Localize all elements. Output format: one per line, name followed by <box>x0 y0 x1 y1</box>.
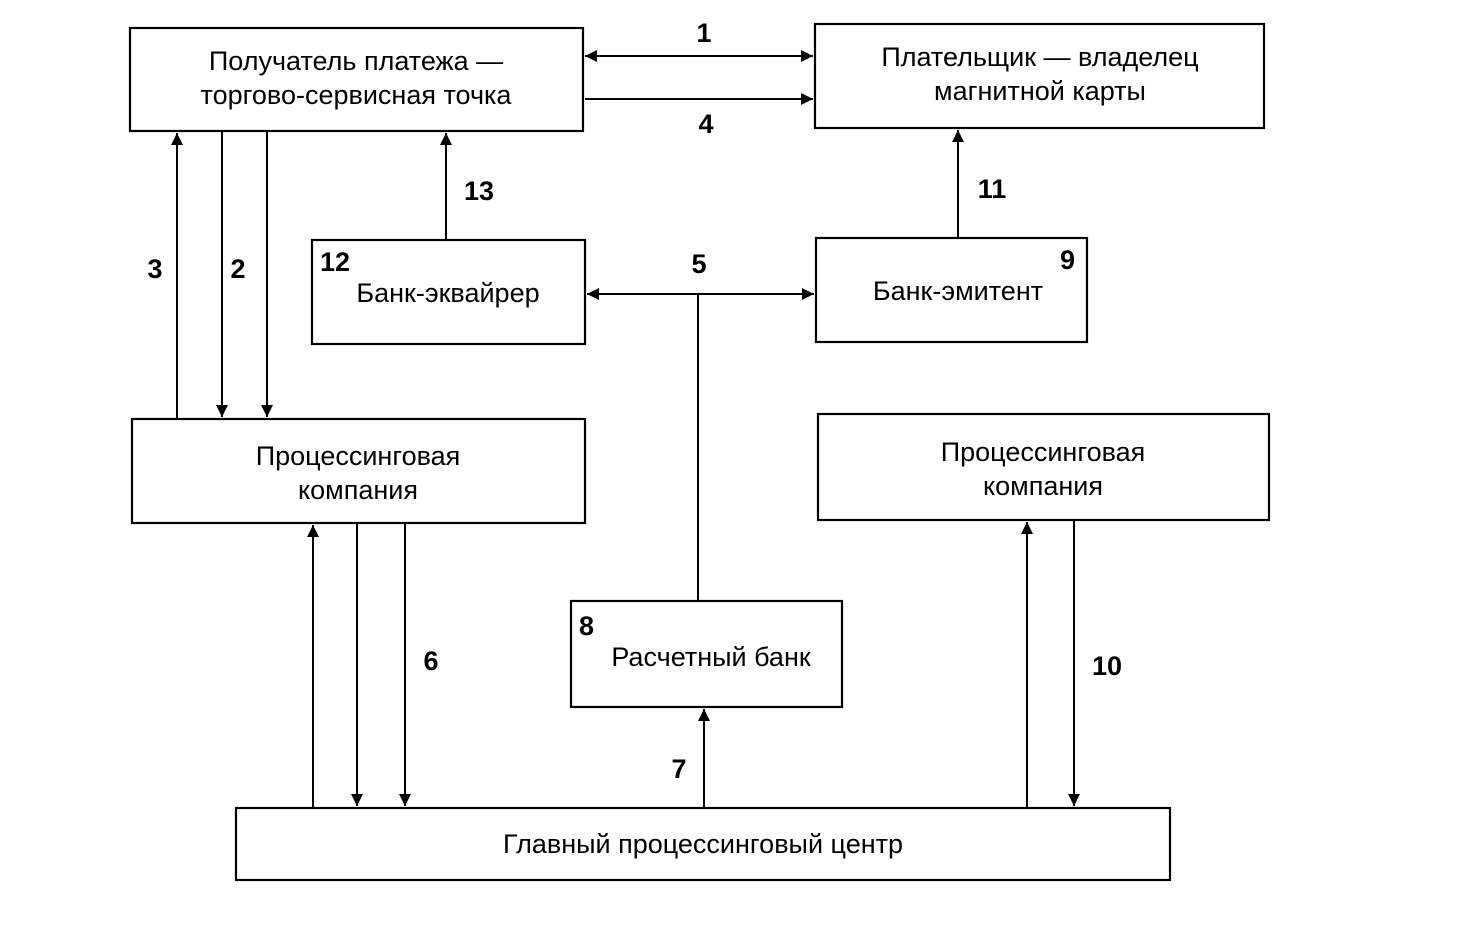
flow-5-label: 5 <box>691 249 706 279</box>
issuer-bank-label: Банк-эмитент <box>873 276 1043 306</box>
payer-label-line2: магнитной карты <box>934 76 1146 106</box>
flow-2-label: 2 <box>230 254 245 284</box>
payer-label-line1: Плательщик — владелец <box>881 42 1198 72</box>
flow-11-label: 11 <box>978 174 1007 204</box>
main-processing-center-box: Главный процессинговый центр <box>234 806 1172 882</box>
flow-7-label: 7 <box>671 754 686 784</box>
payee-box: Получатель платежа — торгово-сервисная т… <box>128 26 585 133</box>
settlement-bank-label: Расчетный банк <box>611 642 811 672</box>
acquirer-bank-label: Банк-эквайрер <box>356 278 539 308</box>
flow-3-label: 3 <box>147 254 162 284</box>
main-processing-center-label: Главный процессинговый центр <box>503 829 903 859</box>
settlement-bank-number: 8 <box>579 611 594 641</box>
payee-label-line2: торгово-сервисная точка <box>201 80 513 110</box>
payee-label-line1: Получатель платежа — <box>209 46 503 76</box>
processing-company-left-box: Процессинговая компания <box>130 417 587 525</box>
flow-6-label: 6 <box>423 646 438 676</box>
acquirer-bank-number: 12 <box>320 247 350 277</box>
settlement-bank-box: 8 Расчетный банк <box>569 599 844 709</box>
payer-box: Плательщик — владелец магнитной карты <box>813 22 1266 130</box>
processing-right-label-line2: компания <box>983 471 1103 501</box>
acquirer-bank-box: 12 Банк-эквайрер <box>310 238 587 346</box>
flow-4-label: 4 <box>698 109 713 139</box>
processing-right-label-line1: Процессинговая <box>941 437 1146 467</box>
flow-13-label: 13 <box>464 176 494 206</box>
flow-1-label: 1 <box>696 18 711 48</box>
flow-10-label: 10 <box>1092 651 1122 681</box>
issuer-bank-box: 9 Банк-эмитент <box>814 236 1089 344</box>
processing-company-right-box: Процессинговая компания <box>816 412 1271 522</box>
processing-left-label-line1: Процессинговая <box>256 441 461 471</box>
issuer-bank-number: 9 <box>1060 245 1075 275</box>
processing-left-label-line2: компания <box>298 475 418 505</box>
